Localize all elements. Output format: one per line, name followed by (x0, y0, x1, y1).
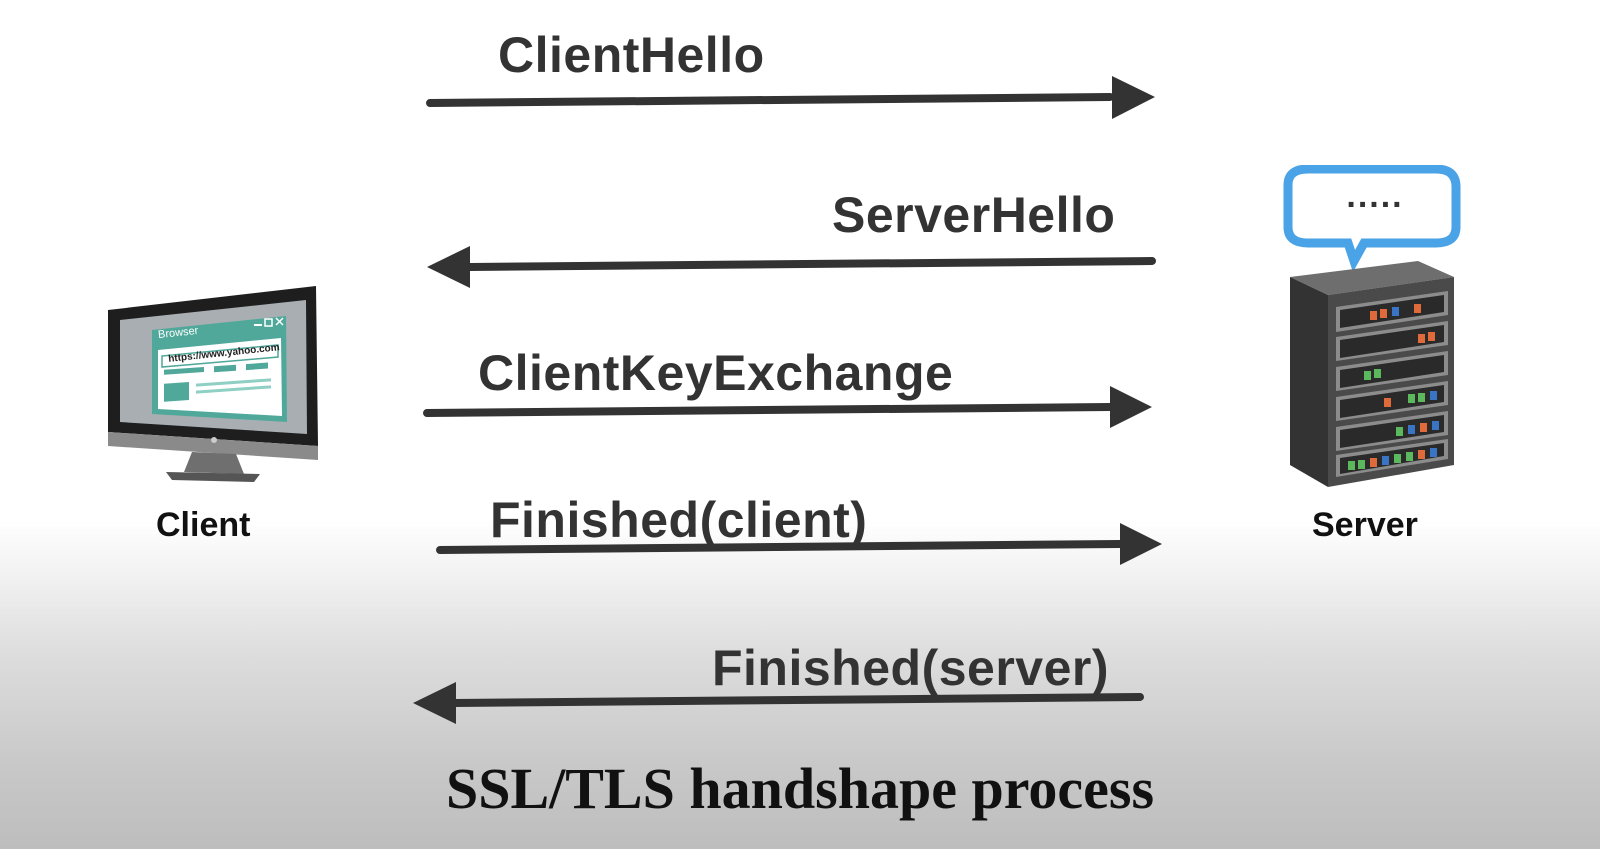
server-label: Server (1312, 506, 1418, 544)
message-label-finished-client: Finished(client) (490, 492, 868, 548)
arrow-server-hello (427, 246, 1156, 288)
computer-monitor-icon: Browser https://www.yahoo.com (104, 282, 324, 497)
diagram-caption: SSL/TLS handshape process (445, 756, 1155, 821)
message-label-finished-server: Finished(server) (712, 640, 1110, 696)
message-label-client-hello: ClientHello (498, 27, 765, 83)
speech-bubble-text: ..... (1346, 177, 1404, 215)
arrow-finished-client (436, 523, 1162, 565)
message-label-client-key-exchange: ClientKeyExchange (478, 345, 954, 401)
arrow-client-hello (426, 76, 1155, 119)
server-rack-icon: ..... (1268, 164, 1478, 510)
speech-bubble-icon (1283, 164, 1461, 273)
arrow-client-key-exchange (423, 386, 1152, 428)
client-label: Client (156, 506, 251, 544)
arrow-finished-server (413, 682, 1144, 724)
message-label-server-hello: ServerHello (832, 187, 1116, 243)
